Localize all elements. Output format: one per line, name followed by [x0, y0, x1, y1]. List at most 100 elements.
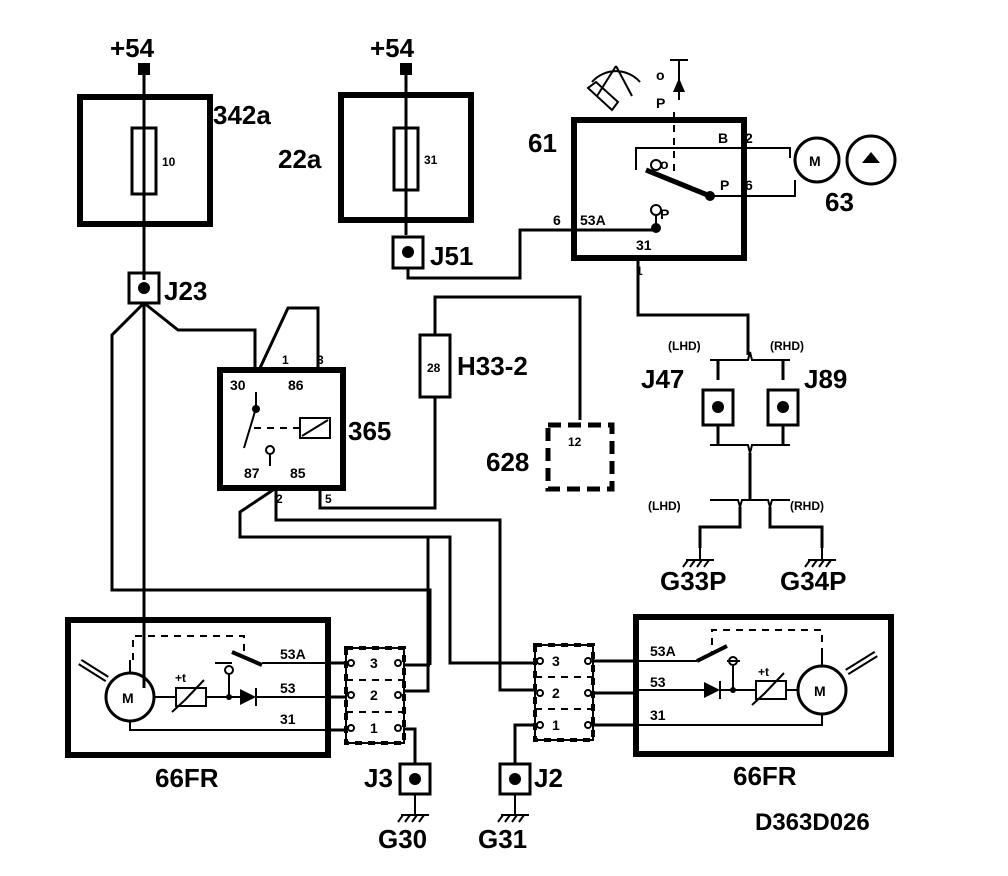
g33p-label: G33P — [660, 566, 727, 596]
j23-pin — [138, 282, 150, 294]
pump-motor-label: M — [809, 153, 821, 169]
plug-right-pin-2: 2 — [552, 685, 560, 701]
j51-pin — [402, 246, 414, 258]
switch-61-31: 31 — [636, 237, 652, 253]
ground-g34p: G34P — [780, 547, 847, 596]
right-motor-m: M — [814, 683, 826, 699]
left-motor-box — [65, 617, 331, 758]
left-motor-thermal: +t — [175, 671, 186, 685]
fuse-342a: 10 342a — [77, 94, 271, 227]
right-motor-label: 66FR — [733, 761, 797, 791]
right-motor-thermal: +t — [758, 665, 769, 679]
g30-label: G30 — [378, 824, 427, 854]
switch-61-p-top: P — [656, 95, 665, 111]
right-motor-53: 53 — [650, 674, 666, 690]
washer-pump-63: M 63 — [793, 134, 897, 217]
switch-61-b: B — [718, 130, 728, 146]
j2-label: J2 — [534, 763, 563, 793]
relay-wire-1: 1 — [282, 353, 289, 367]
switch-61-box — [571, 117, 747, 261]
j47-box — [701, 388, 735, 427]
rhd-label-top: (RHD) — [770, 339, 804, 353]
unit-628-label: 628 — [486, 447, 529, 477]
plug-left-pin-1: 1 — [370, 720, 378, 736]
relay-label: 365 — [348, 416, 391, 446]
left-motor-53: 53 — [280, 680, 296, 696]
wires — [110, 69, 824, 764]
switch-61-wire-1: 1 — [636, 264, 643, 278]
left-motor-53a: 53A — [280, 646, 306, 662]
unit-628: 12 628 — [486, 422, 615, 492]
fuse-342a-number: 10 — [162, 155, 176, 169]
relay-wire-5: 5 — [325, 492, 332, 506]
right-motor-box — [633, 614, 894, 757]
relay-box — [217, 367, 346, 491]
supply-left: +54 — [110, 33, 155, 75]
plug-left-pin-2: 2 — [370, 687, 378, 703]
h33-label: H33-2 — [457, 351, 528, 381]
plug-left-pin-3: 3 — [370, 655, 378, 671]
relay-coil — [299, 417, 331, 439]
switch-61: 61 o P B 2 P 6 o P 53A 6 31 1 — [528, 59, 753, 278]
switch-61-pin-2: 2 — [745, 130, 753, 146]
h33-pin: 28 — [427, 361, 441, 375]
j51-box — [391, 235, 425, 270]
connector-h33-2: 28 H33-2 — [418, 333, 528, 399]
relay-pin-85: 85 — [290, 465, 306, 481]
switch-61-label: 61 — [528, 128, 557, 158]
supply-right: +54 — [370, 33, 415, 75]
switch-61-p-mid: P — [660, 206, 669, 222]
plug-right-pin-3: 3 — [552, 653, 560, 669]
g34p-label: G34P — [780, 566, 847, 596]
variant-connectors: (LHD) (RHD) J47 J89 (LHD) (RHD) — [641, 339, 847, 513]
fuse-22a-number: 31 — [424, 153, 438, 167]
wiper-lever-icon — [586, 65, 641, 112]
pump-motor — [793, 136, 841, 184]
left-motor-label: 66FR — [155, 763, 219, 793]
lhd-label-bottom: (LHD) — [648, 499, 681, 513]
right-motor-31: 31 — [650, 707, 666, 723]
j89-box — [766, 388, 800, 427]
supply-left-label: +54 — [110, 33, 155, 63]
rhd-label-bottom: (RHD) — [790, 499, 824, 513]
connector-j2: J2 G31 — [478, 762, 563, 854]
j23-box — [127, 271, 161, 305]
j51-label: J51 — [430, 241, 473, 271]
fuse-22a: 31 22a — [278, 92, 474, 223]
j3-label: J3 — [364, 763, 393, 793]
switch-61-o-top: o — [656, 67, 665, 83]
connector-j3: J3 G30 — [364, 762, 432, 854]
fuse-22a-label: 22a — [278, 144, 322, 174]
connector-j51: J51 — [391, 235, 473, 271]
ground-g33p: G33P — [660, 547, 727, 596]
pump-label: 63 — [825, 187, 854, 217]
left-motor-31: 31 — [280, 711, 296, 727]
fuse-342a-label: 342a — [213, 100, 271, 130]
diagram-id: D363D026 — [755, 809, 870, 836]
relay-wire-3: 3 — [317, 353, 324, 367]
connector-j23: J23 — [127, 271, 207, 306]
relay-pin-87: 87 — [244, 465, 260, 481]
relay-pin-30: 30 — [230, 377, 246, 393]
j89-label: J89 — [804, 364, 847, 394]
plug-right-pin-1: 1 — [552, 717, 560, 733]
switch-61-p: P — [720, 177, 729, 193]
plug-left: 3 2 1 — [344, 646, 406, 745]
switch-61-pin-6: 6 — [745, 177, 753, 193]
switch-61-wire-6: 6 — [553, 212, 561, 228]
relay-pin-86: 86 — [288, 377, 304, 393]
pump-icon — [845, 134, 897, 186]
switch-61-53a: 53A — [580, 212, 606, 228]
unit-628-box — [545, 422, 615, 492]
j23-label: J23 — [164, 276, 207, 306]
plug-right: 3 2 1 — [533, 643, 595, 742]
left-motor-m: M — [122, 690, 134, 706]
supply-right-label: +54 — [370, 33, 415, 63]
g31-label: G31 — [478, 824, 527, 854]
unit-628-pin: 12 — [568, 435, 582, 449]
relay-wire-2: 2 — [276, 492, 283, 506]
switch-61-o-mid: o — [660, 156, 669, 172]
j47-label: J47 — [641, 364, 684, 394]
wiper-motor-left: M +t 53A 53 31 66FR — [65, 617, 331, 793]
